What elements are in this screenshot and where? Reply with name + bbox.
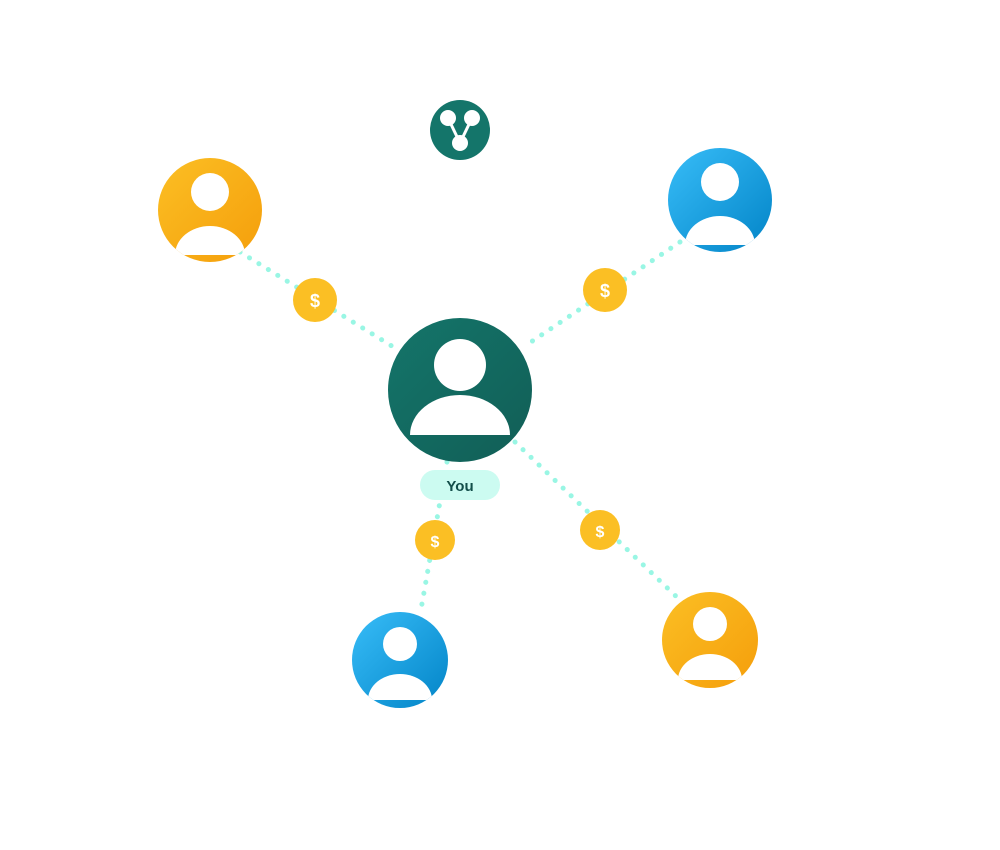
dollar-coin-icon: $ (415, 520, 455, 560)
user-icon (685, 163, 755, 245)
user-icon (678, 607, 742, 680)
share-icon (430, 100, 490, 160)
user-icon (410, 339, 510, 435)
link-top-right (522, 239, 683, 349)
you-label: You (446, 478, 473, 495)
you-badge: You (420, 470, 500, 500)
user-node-top-right (668, 148, 772, 252)
user-icon (175, 173, 245, 255)
user-node-bottom-right (662, 592, 758, 688)
user-icon (368, 627, 432, 700)
coin-symbol: $ (310, 291, 320, 311)
dollar-coin-icon: $ (580, 510, 620, 550)
dollar-coin-icon: $ (583, 268, 627, 312)
user-node-top-left (158, 158, 262, 262)
coin-symbol: $ (596, 524, 605, 541)
coin-symbol: $ (600, 281, 610, 301)
coin-symbol: $ (431, 534, 440, 551)
user-node-bottom-left (352, 612, 448, 708)
user-node-center (388, 318, 532, 462)
dollar-coin-icon: $ (293, 278, 337, 322)
